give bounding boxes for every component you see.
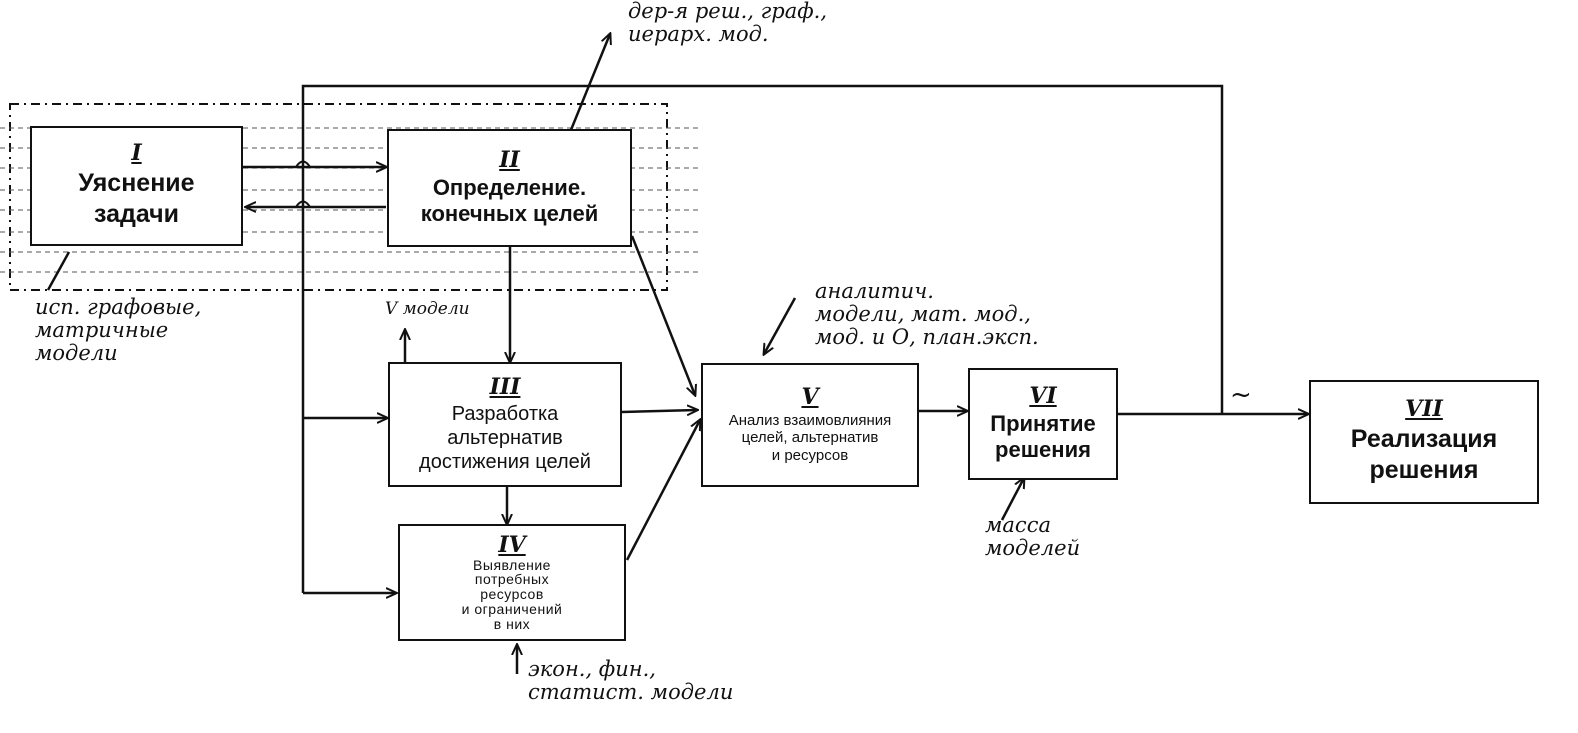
block-title: Реализация решения bbox=[1350, 424, 1498, 484]
arrow-note-analysis bbox=[764, 297, 797, 354]
block-numeral: I bbox=[131, 139, 142, 166]
arrow-note-left bbox=[46, 251, 71, 291]
block-numeral: III bbox=[489, 373, 521, 400]
note-bottom: экон., фин., статист. модели bbox=[528, 657, 734, 705]
block-numeral: II bbox=[499, 146, 520, 173]
note-mass: масса моделей bbox=[985, 513, 1081, 561]
block-v: V Анализ взаимовлияния целей, альтернати… bbox=[701, 363, 919, 487]
feedback-line bbox=[301, 84, 1224, 593]
crossing-bump bbox=[295, 160, 311, 168]
block-numeral: VII bbox=[1405, 395, 1443, 422]
note-models: V модели bbox=[385, 299, 470, 319]
arrow-note-mass bbox=[1000, 478, 1024, 521]
dashed-group-frame bbox=[9, 103, 668, 291]
arrow-iv-to-v bbox=[625, 420, 700, 561]
block-numeral: VI bbox=[1029, 382, 1057, 409]
block-ii: II Определение. конечных целей bbox=[387, 129, 632, 247]
block-iii: III Разработка альтернатив достижения це… bbox=[388, 362, 622, 487]
crossing-bump bbox=[295, 200, 311, 208]
block-i: I Уяснение задачи bbox=[30, 126, 243, 246]
block-title: Принятие решения bbox=[990, 410, 1096, 462]
block-vii: VII Реализация решения bbox=[1309, 380, 1539, 504]
block-title: Уяснение задачи bbox=[78, 168, 195, 228]
note-left: исп. графовые, матричные модели bbox=[35, 295, 202, 366]
note-top: дер-я реш., граф., иерарх. мод. bbox=[628, 0, 828, 47]
block-iv: IV Выявление потребных ресурсов и ограни… bbox=[398, 524, 626, 641]
block-title: Разработка альтернатив достижения целей bbox=[419, 402, 591, 473]
block-title: Определение. конечных целей bbox=[420, 174, 599, 226]
block-title: Выявление потребных ресурсов и ограничен… bbox=[461, 556, 563, 632]
block-numeral: V bbox=[801, 384, 819, 411]
arrow-iii-to-v bbox=[621, 410, 697, 412]
block-title: Анализ взаимовлияния целей, альтернатив … bbox=[728, 412, 892, 464]
block-vi: VI Принятие решения bbox=[968, 368, 1118, 480]
tilde-symbol: ~ bbox=[1230, 380, 1252, 410]
note-analysis: аналитич. модели, мат. мод., мод. и О, п… bbox=[815, 279, 1039, 350]
block-numeral: IV bbox=[498, 531, 526, 558]
arrow-ii-to-v bbox=[630, 235, 695, 395]
